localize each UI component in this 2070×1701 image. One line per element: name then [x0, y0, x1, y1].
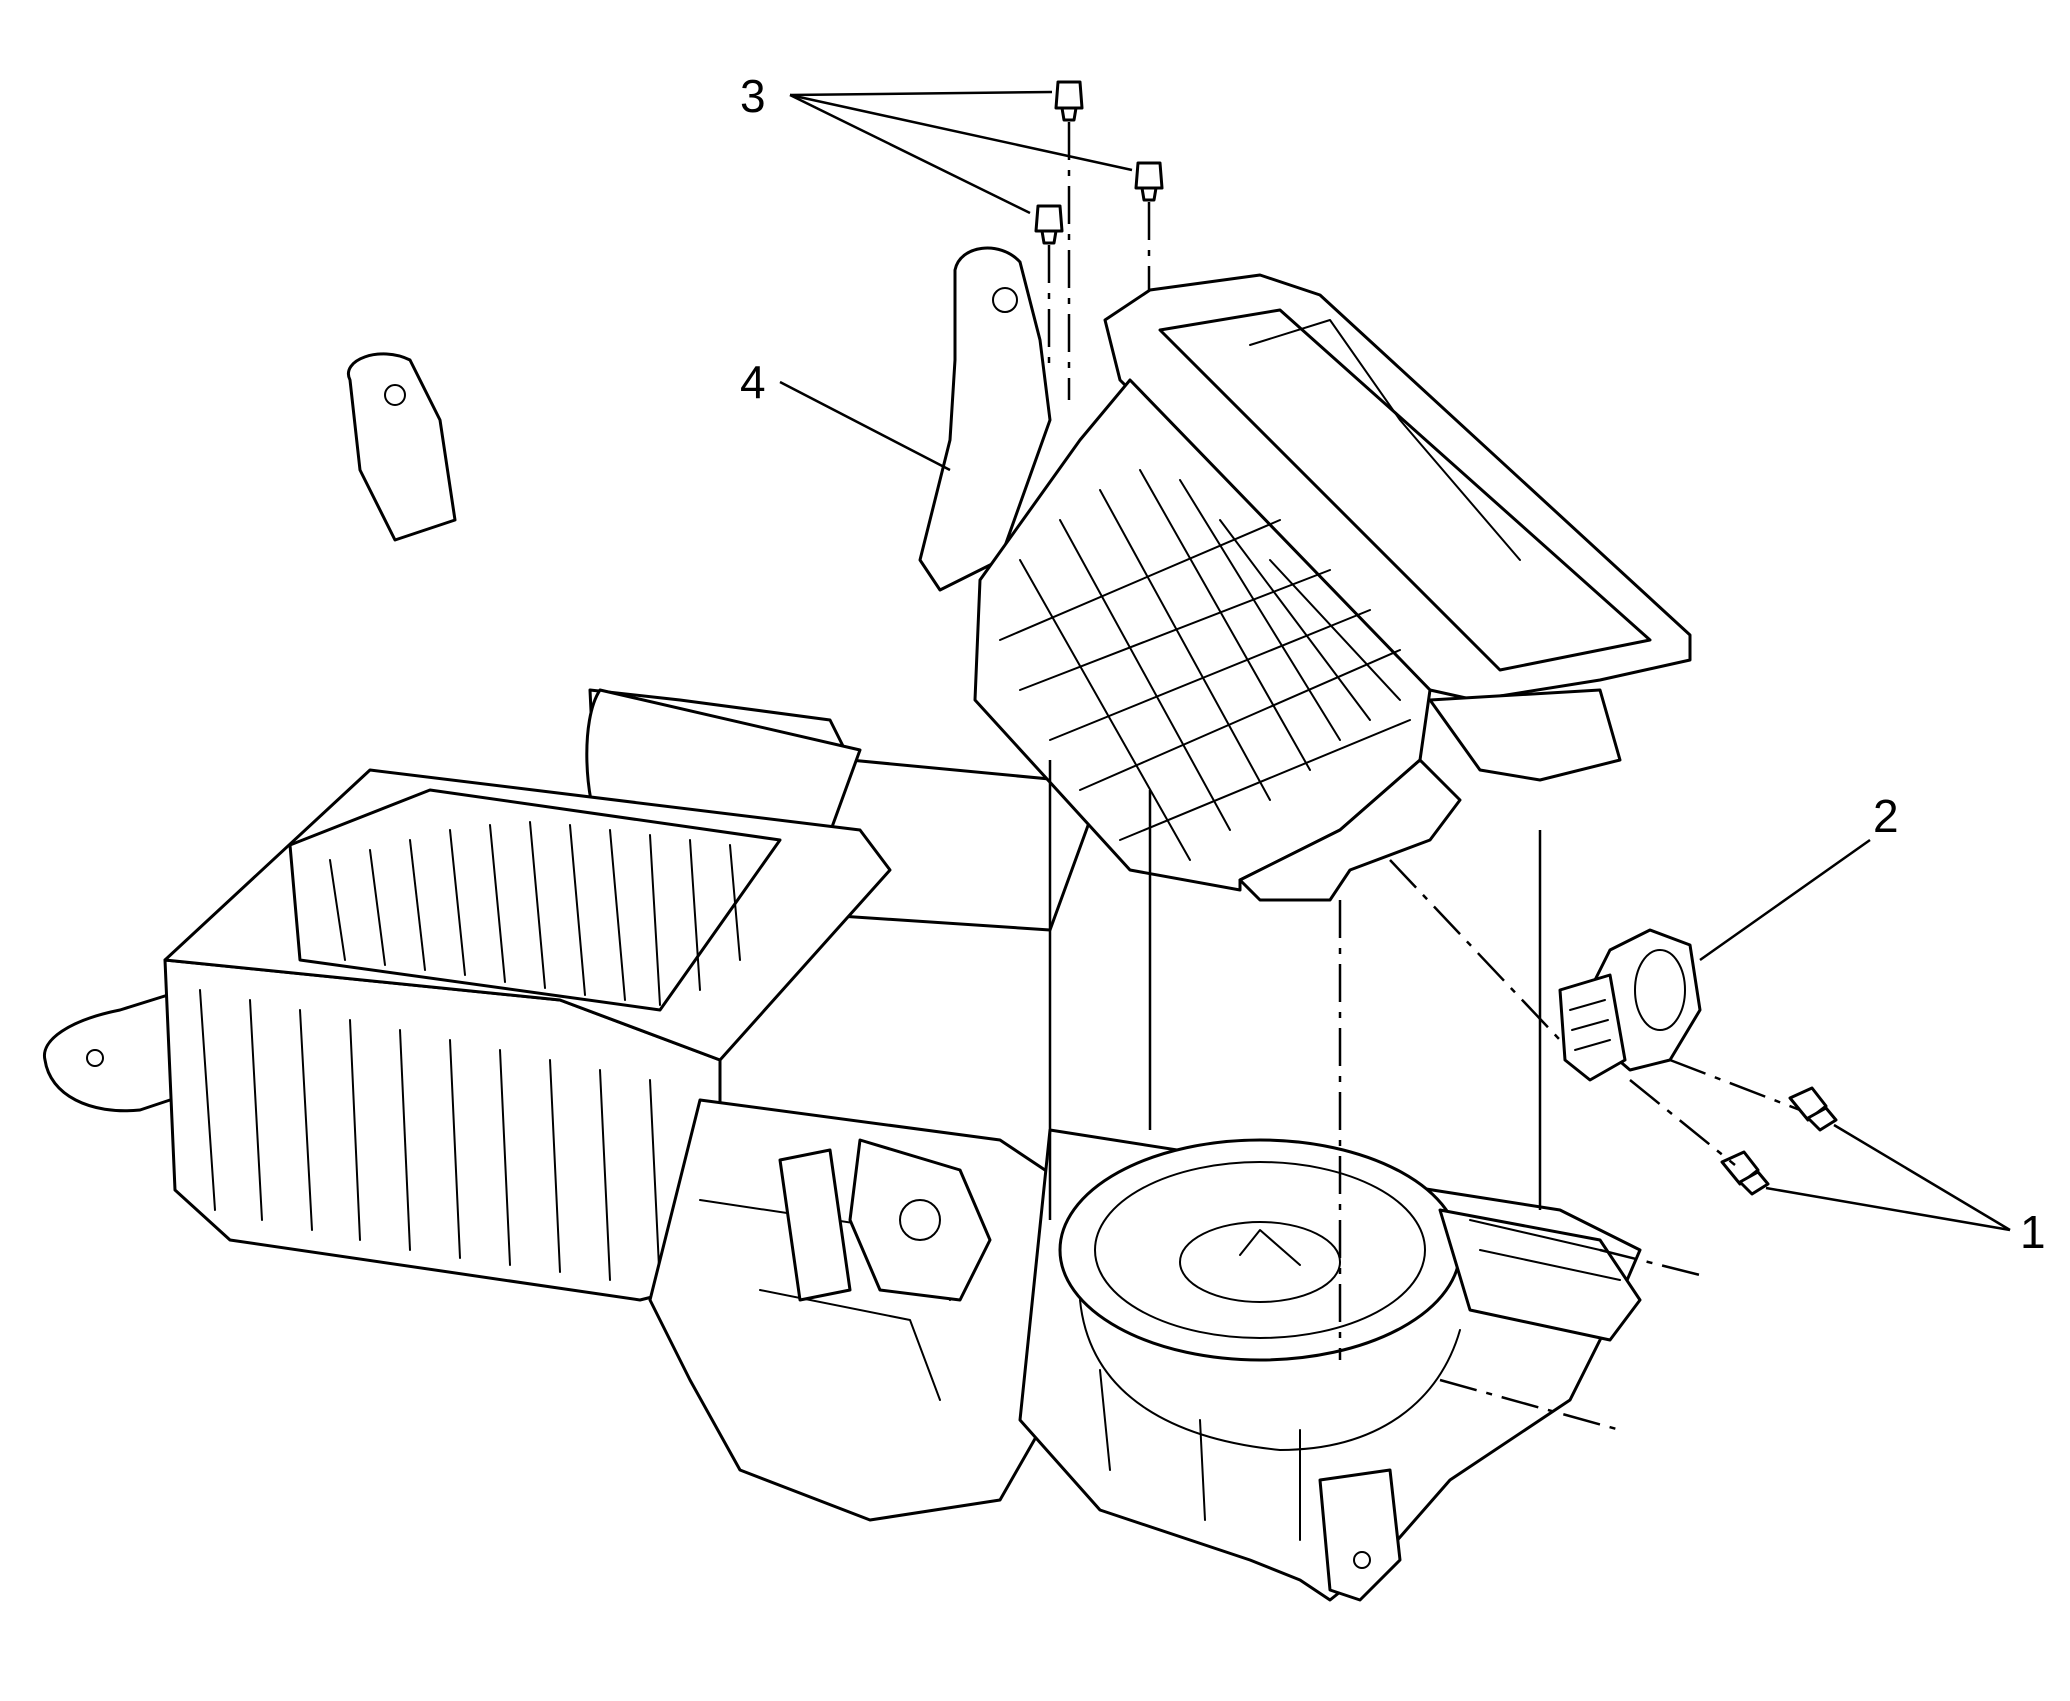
evaporator-louvers	[329, 821, 741, 1006]
screw	[1788, 1086, 1838, 1132]
hvac-module-housing	[42, 352, 1122, 1522]
screw	[1134, 161, 1164, 202]
screws-item-3	[1034, 80, 1164, 245]
screw	[1054, 80, 1084, 122]
screw	[1034, 204, 1064, 245]
callout-4: 4	[740, 356, 766, 408]
housing-front-ribs	[199, 989, 661, 1289]
callout-leaders	[779, 90, 2011, 1232]
callout-3: 3	[740, 70, 766, 122]
alignment-lines	[1047, 122, 1801, 1432]
screws-item-1	[1720, 1086, 1838, 1196]
callout-2: 2	[1873, 790, 1899, 842]
screw	[1720, 1150, 1770, 1196]
callout-1: 1	[2020, 1206, 2046, 1258]
blower-upper-case	[918, 246, 1692, 902]
blower-motor-control-module	[1558, 928, 1702, 1082]
inlet-grid	[999, 469, 1411, 861]
blower-base-housing	[1018, 1128, 1642, 1602]
